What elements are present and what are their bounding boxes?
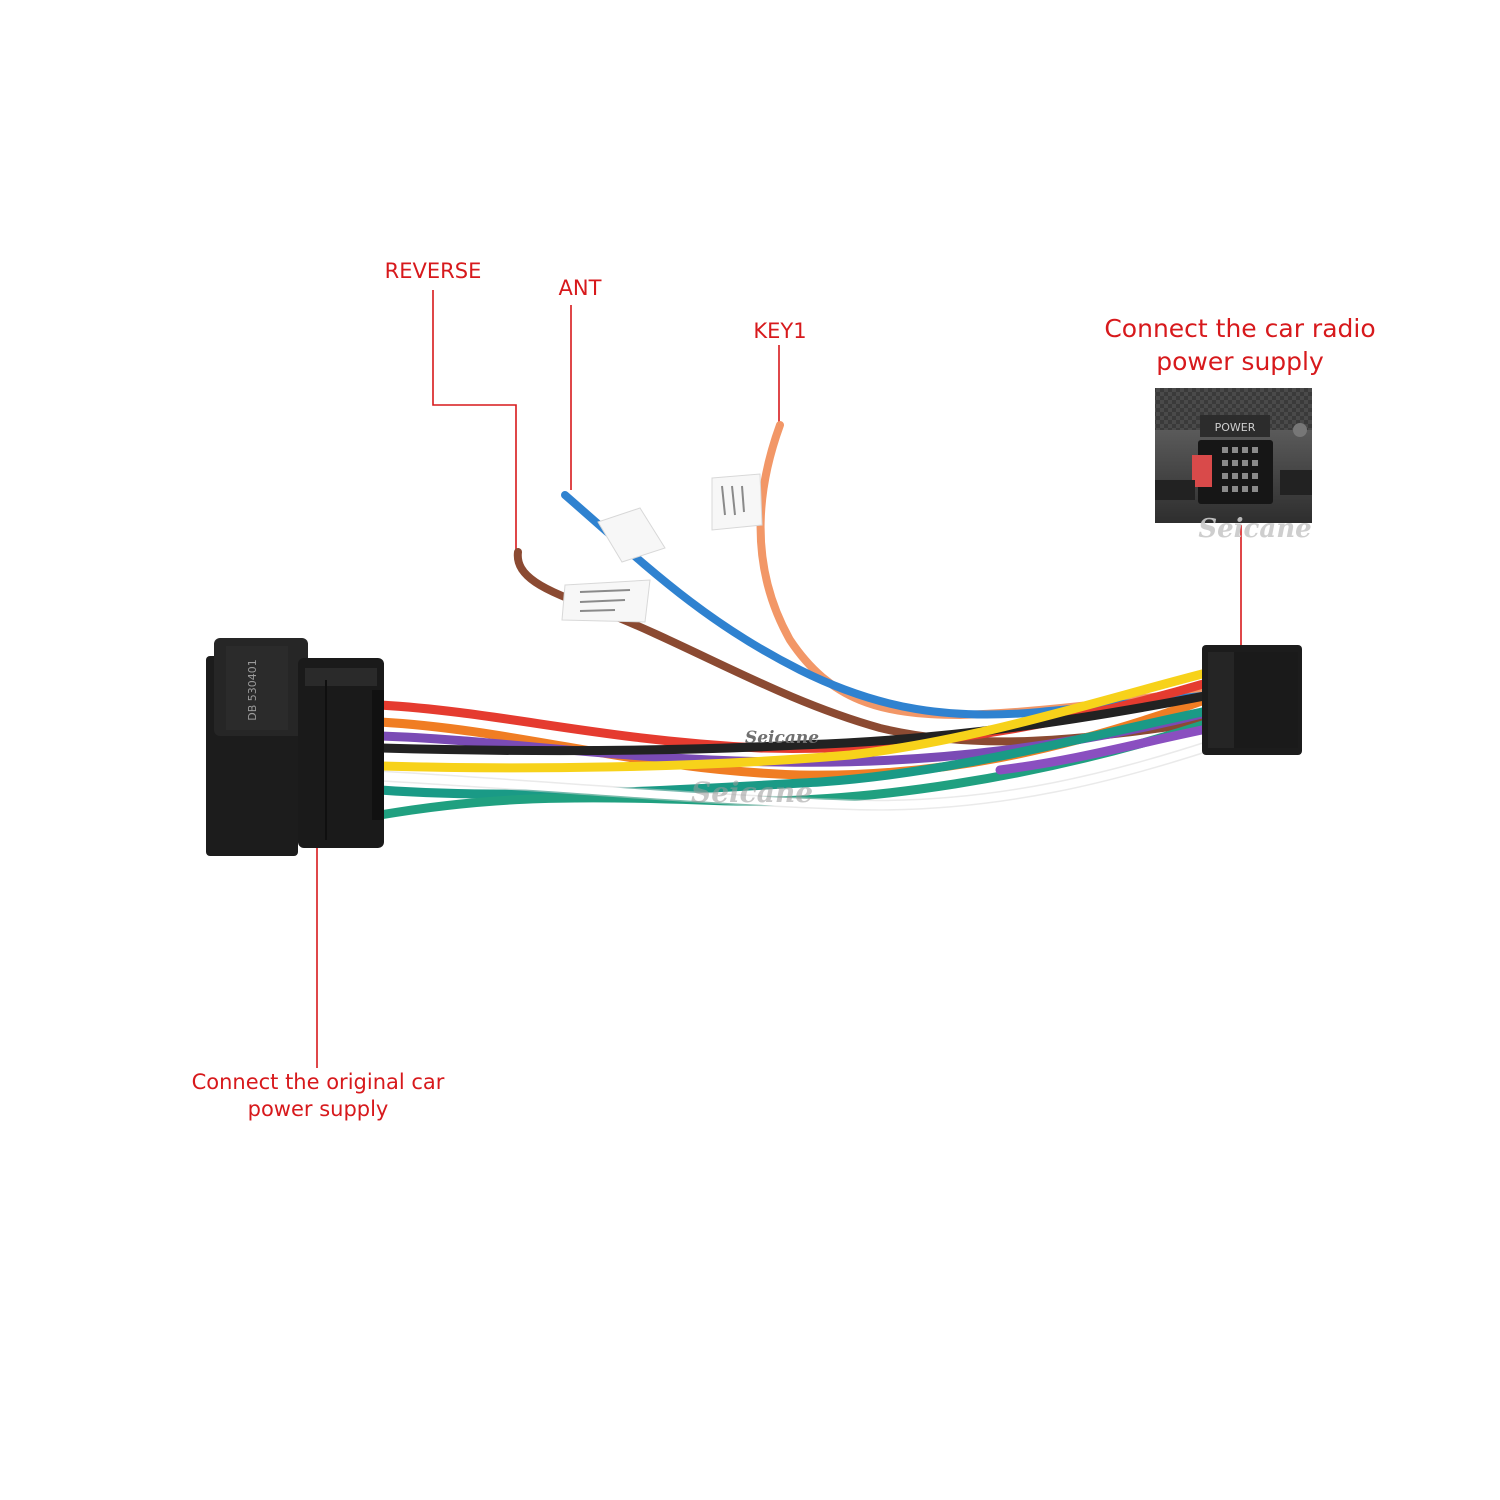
ant-label: ANT — [558, 276, 602, 300]
original-power-label-line1: Connect the original car — [191, 1070, 445, 1094]
left-connector: DB 530401 — [206, 638, 384, 856]
radio-back-panel-inset: POWER — [1155, 388, 1312, 523]
purple-wire-2 — [995, 723, 1217, 775]
ant-wire-tag — [597, 507, 666, 563]
yellow-wire — [375, 667, 1215, 773]
original-power-label-line2: power supply — [247, 1097, 389, 1122]
teal-wire — [375, 705, 1217, 799]
ant-wire — [561, 491, 1214, 719]
black-wire — [375, 690, 1215, 756]
key1-wire-tag — [711, 473, 763, 531]
radio-power-label-line1: Connect the car radio — [1104, 314, 1376, 343]
original-power-label: Connect the original car power supply — [163, 1069, 473, 1124]
key1-label: KEY1 — [753, 319, 807, 343]
radio-power-label-line2: power supply — [1156, 346, 1324, 376]
right-connector — [1202, 645, 1302, 755]
power-port-label: POWER — [1215, 421, 1256, 434]
radio-power-label: Connect the car radio power supply — [1080, 313, 1400, 378]
watermark-inset: Seicane — [1198, 514, 1311, 544]
reverse-wire-tag — [561, 579, 651, 623]
key1-wire — [756, 421, 1209, 720]
watermark-small: Seicane — [745, 728, 819, 748]
reverse-callout-line — [432, 290, 517, 552]
reverse-label: REVERSE — [384, 259, 482, 283]
watermark-large: Seicane — [691, 776, 813, 809]
svg-text:DB 530401: DB 530401 — [246, 659, 259, 721]
